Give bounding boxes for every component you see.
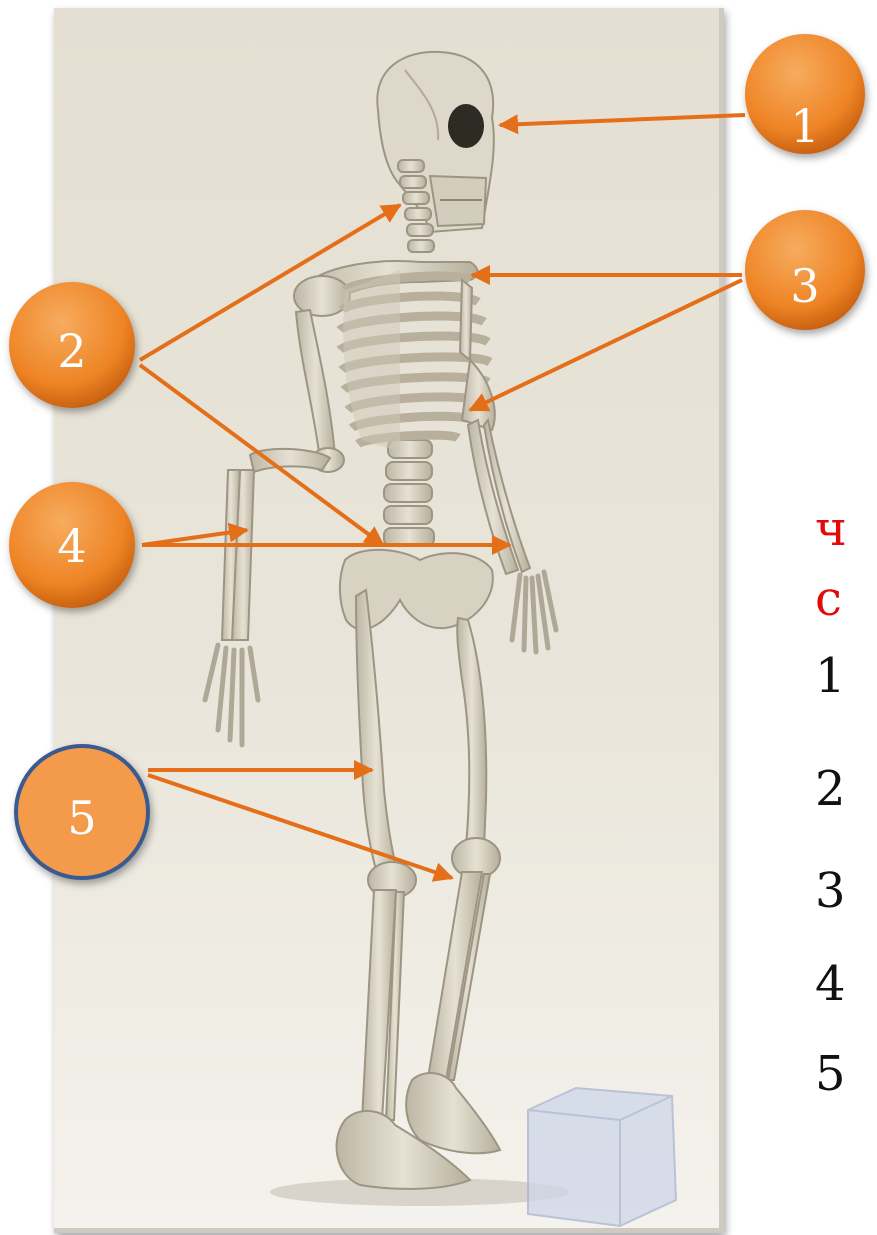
watermark-logo-icon bbox=[528, 1088, 676, 1226]
badge-5-label: 5 bbox=[67, 791, 96, 845]
side-list-item-5: 5 bbox=[815, 1050, 846, 1098]
badge-2-label: 2 bbox=[57, 324, 86, 378]
sternum-icon bbox=[460, 280, 472, 360]
side-heading-line-2: с bbox=[815, 575, 842, 623]
side-heading-line-1: ч bbox=[815, 505, 847, 553]
badge-1-label: 1 bbox=[790, 99, 819, 153]
badge-4: 4 bbox=[9, 482, 135, 608]
shoulder-joint-icon bbox=[294, 276, 350, 316]
badge-1: 1 bbox=[745, 34, 865, 154]
badge-2: 2 bbox=[9, 282, 135, 408]
side-list-item-2: 2 bbox=[815, 765, 846, 813]
side-list-item-4: 4 bbox=[815, 960, 846, 1008]
badge-3-label: 3 bbox=[790, 259, 819, 313]
side-list-item-3: 3 bbox=[815, 867, 846, 915]
badge-5: 5 bbox=[16, 746, 148, 878]
side-list-item-1: 1 bbox=[815, 652, 846, 700]
badge-3: 3 bbox=[745, 210, 865, 330]
badge-4-label: 4 bbox=[57, 519, 86, 573]
